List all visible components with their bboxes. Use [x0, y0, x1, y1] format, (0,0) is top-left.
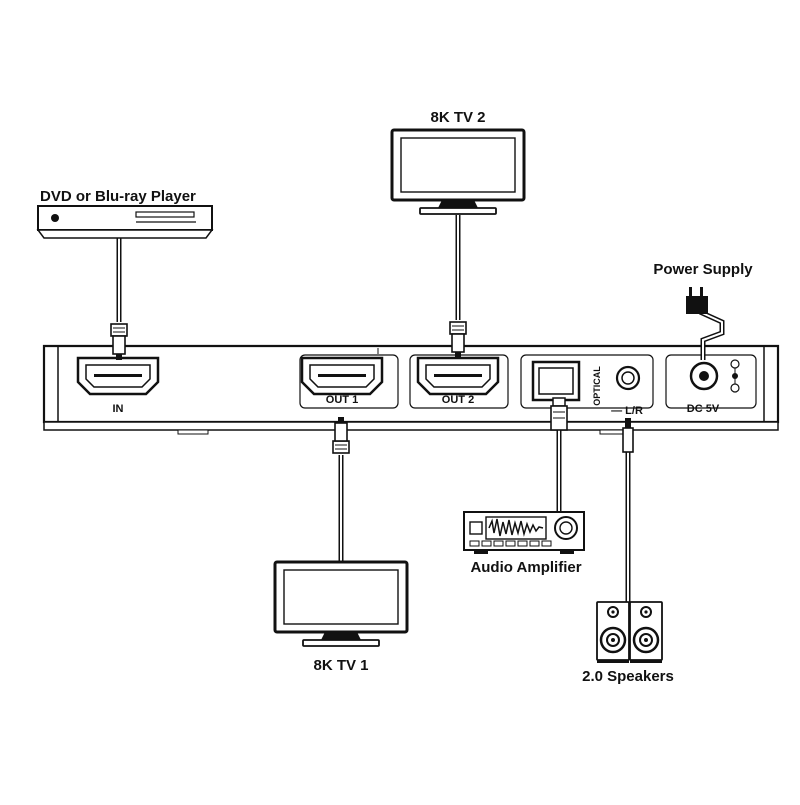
speakers-label: 2.0 Speakers: [582, 668, 674, 685]
out1-frame: [299, 354, 399, 409]
tv-icon: [273, 560, 409, 648]
optical-port[interactable]: [531, 360, 581, 402]
out1-port[interactable]: [300, 356, 384, 396]
amplifier-label: Audio Amplifier: [470, 559, 581, 576]
dc-port[interactable]: [689, 361, 719, 391]
hdmi-plug-icon: [332, 416, 350, 454]
lr-port-label: — L/R: [611, 405, 643, 417]
in-port-label: IN: [113, 403, 124, 415]
hdmi-port-icon: [300, 356, 384, 396]
hdmi-port-icon: [416, 356, 500, 396]
out2-port[interactable]: [416, 356, 500, 396]
tv2-label: 8K TV 2: [430, 109, 485, 126]
polarity-icon: [730, 359, 740, 393]
optical-port-label: OPTICAL: [592, 366, 602, 406]
audio-jack-icon: [622, 418, 634, 453]
out1-port-label: OUT 1: [326, 394, 358, 406]
power-supply-label: Power Supply: [653, 261, 753, 278]
dc-frame: [665, 354, 757, 409]
amplifier-icon: [463, 511, 585, 554]
source-device-label: DVD or Blu-ray Player: [40, 188, 196, 205]
tv-icon: [390, 128, 526, 216]
hdmi-plug-icon: [110, 323, 128, 361]
optical-plug-icon: [550, 397, 568, 431]
hdmi-plug-icon: [449, 321, 467, 359]
lr-port[interactable]: [615, 365, 641, 391]
speaker-icon: [595, 600, 631, 665]
splitter-unit: [42, 344, 780, 435]
audio-frame: [520, 354, 654, 409]
tv1-label: 8K TV 1: [313, 657, 368, 674]
dc-port-label: DC 5V: [687, 403, 720, 415]
in-port[interactable]: [76, 356, 160, 396]
speaker-icon: [628, 600, 664, 665]
hdmi-port-icon: [76, 356, 160, 396]
out2-port-label: OUT 2: [442, 394, 474, 406]
blu-ray-player-icon: [36, 205, 214, 239]
power-adapter-icon: [686, 287, 708, 314]
